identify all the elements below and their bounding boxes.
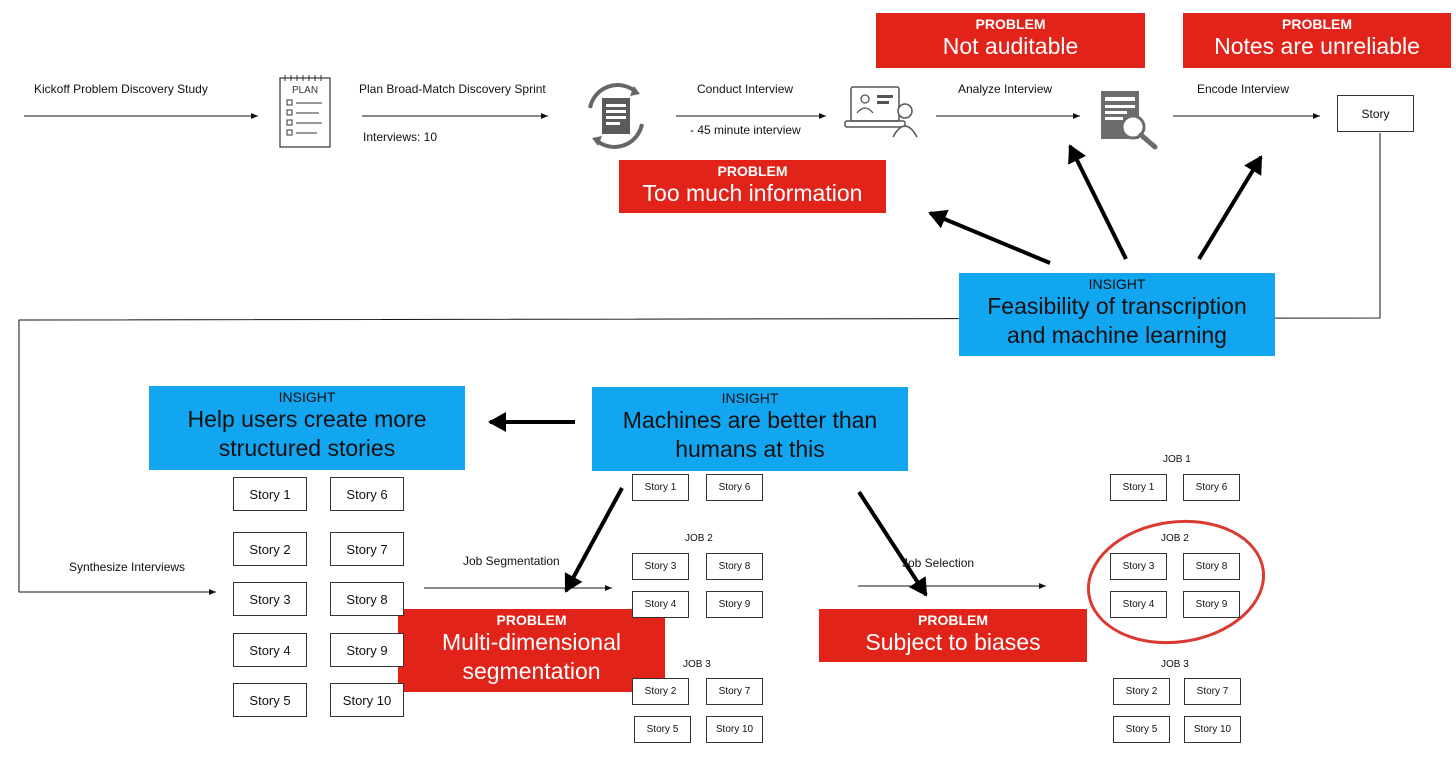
thick-arrow-to-too-much — [928, 209, 1051, 265]
story-card: Story 7 — [706, 678, 763, 705]
story-box: Story — [1337, 95, 1414, 132]
story-card: Story 10 — [330, 683, 404, 717]
story-card: Story 2 — [1113, 678, 1170, 705]
problem-text: Notes are unreliable — [1214, 33, 1420, 59]
interviews-count: Interviews: 10 — [363, 130, 438, 144]
insight-text-line1: Machines are better than — [622, 407, 878, 433]
step-analyze: Analyze Interview — [958, 82, 1053, 96]
insight-keyword: INSIGHT — [1088, 276, 1146, 292]
problem-keyword: PROBLEM — [975, 16, 1046, 32]
story-card: Story 3 — [1110, 553, 1167, 580]
step-encode: Encode Interview — [1197, 82, 1290, 96]
story-card: Story 2 — [233, 532, 307, 566]
story-card: Story 6 — [1183, 474, 1240, 501]
problem-too-much-information: PROBLEM Too much information — [619, 160, 886, 213]
story-card: Story 9 — [330, 633, 404, 667]
job-label: JOB 2 — [685, 533, 713, 544]
insight-help-users: INSIGHT Help users create more structure… — [149, 386, 465, 470]
problem-keyword: PROBLEM — [1282, 16, 1352, 32]
thick-arrow-to-multidim — [564, 487, 624, 593]
job-label: JOB 1 — [1163, 454, 1191, 465]
story-card: Story 4 — [632, 591, 689, 618]
story-card: Story 5 — [1113, 716, 1170, 743]
story-card: Story 10 — [706, 716, 763, 743]
story-card: Story 1 — [632, 474, 689, 501]
thick-arrow-to-biases — [857, 490, 928, 597]
step-job-selection: Job Selection — [902, 556, 975, 570]
story-card: Story 5 — [233, 683, 307, 717]
story-card: Story 1 — [233, 477, 307, 511]
problem-text-line2: segmentation — [462, 658, 601, 684]
loop-back-line — [18, 133, 1381, 595]
step-synthesize: Synthesize Interviews — [69, 560, 186, 574]
insight-feasibility: INSIGHT Feasibility of transcription and… — [959, 273, 1275, 356]
insight-machines-better: INSIGHT Machines are better than humans … — [592, 387, 908, 471]
insight-text-line1: Help users create more — [187, 406, 427, 432]
insight-text-line2: structured stories — [218, 435, 396, 461]
insight-keyword: INSIGHT — [721, 390, 779, 406]
analysis-magnifier-icon — [1097, 89, 1161, 151]
video-call-icon — [843, 83, 925, 143]
step-plan: Plan Broad-Match Discovery Sprint — [359, 82, 546, 96]
story-card: Story 5 — [634, 716, 691, 743]
story-card: Story 7 — [1184, 678, 1241, 705]
plan-icon: PLAN — [277, 73, 333, 149]
job-label: JOB 2 — [1161, 533, 1189, 544]
story-card: Story 9 — [706, 591, 763, 618]
step-conduct: Conduct Interview — [697, 82, 794, 96]
problem-text: Subject to biases — [865, 629, 1041, 655]
story-card: Story 9 — [1183, 591, 1240, 618]
thick-arrow-to-unreliable — [1197, 155, 1263, 261]
problem-subject-to-biases: PROBLEM Subject to biases — [819, 609, 1087, 662]
thick-arrow-to-auditable — [1068, 144, 1128, 260]
problem-not-auditable: PROBLEM Not auditable — [876, 13, 1145, 68]
problem-notes-unreliable: PROBLEM Notes are unreliable — [1183, 13, 1451, 68]
story-card: Story 4 — [1110, 591, 1167, 618]
problem-multi-dimensional: PROBLEM Multi-dimensional segmentation — [398, 609, 665, 692]
problem-text: Too much information — [642, 180, 863, 206]
job-label: JOB 3 — [1161, 659, 1189, 670]
step-kickoff: Kickoff Problem Discovery Study — [34, 82, 208, 96]
story-card: Story 10 — [1184, 716, 1241, 743]
problem-keyword: PROBLEM — [717, 163, 788, 179]
step-job-segmentation: Job Segmentation — [463, 554, 560, 568]
story-card: Story 2 — [632, 678, 689, 705]
problem-text: Not auditable — [942, 33, 1079, 59]
story-card: Story 7 — [330, 532, 404, 566]
problem-keyword: PROBLEM — [496, 612, 567, 628]
document-refresh-icon — [578, 78, 654, 154]
job-label: JOB 3 — [683, 659, 711, 670]
story-card: Story 8 — [706, 553, 763, 580]
insight-keyword: INSIGHT — [278, 389, 336, 405]
story-card: Story 4 — [233, 633, 307, 667]
story-card: Story 1 — [1110, 474, 1167, 501]
story-card: Story 6 — [330, 477, 404, 511]
insight-text-line1: Feasibility of transcription — [987, 293, 1247, 319]
story-card: Story 3 — [233, 582, 307, 616]
story-card: Story 8 — [330, 582, 404, 616]
story-card: Story 3 — [632, 553, 689, 580]
story-card: Story 8 — [1183, 553, 1240, 580]
insight-text-line2: and machine learning — [1007, 322, 1227, 348]
story-card: Story 6 — [706, 474, 763, 501]
job2-highlight-circle — [1086, 519, 1266, 645]
problem-keyword: PROBLEM — [918, 612, 988, 628]
problem-text-line1: Multi-dimensional — [442, 629, 621, 655]
interview-duration: - 45 minute interview — [690, 123, 801, 137]
insight-text-line2: humans at this — [675, 436, 825, 462]
plan-icon-text: PLAN — [292, 85, 318, 96]
